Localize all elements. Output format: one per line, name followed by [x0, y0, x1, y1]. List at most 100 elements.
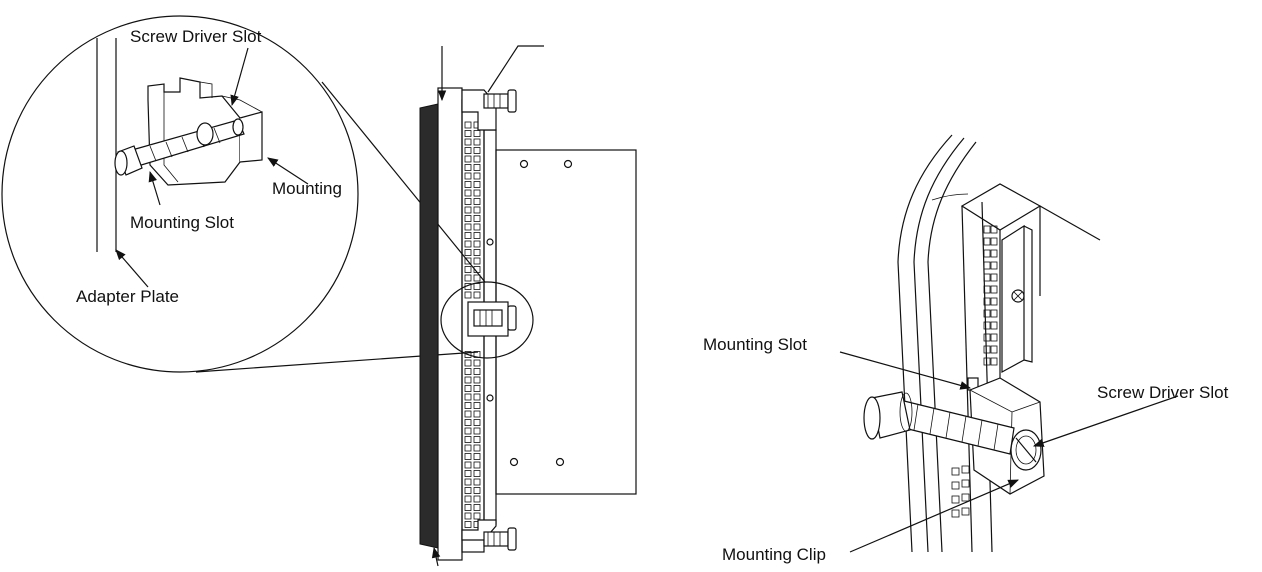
vent-square	[473, 419, 481, 426]
vent-square	[464, 402, 472, 409]
vent-square	[464, 164, 472, 171]
vent-square	[464, 181, 472, 188]
ventilation-grid	[464, 121, 481, 528]
vent-square	[990, 333, 998, 342]
label-mounting-slot-left: Mounting Slot	[130, 213, 234, 232]
rear-screw-dots	[486, 159, 573, 467]
vent-square	[464, 291, 472, 299]
vent-square	[464, 138, 472, 146]
vent-square	[990, 261, 998, 270]
vent-square	[990, 249, 998, 258]
vent-square	[464, 232, 472, 239]
vent-square	[464, 215, 472, 222]
vent-square	[473, 385, 481, 392]
leader-mounting-clip	[849, 479, 1019, 553]
vent-square	[473, 147, 481, 154]
vent-square	[473, 223, 481, 231]
vent-square	[983, 345, 991, 354]
terminal-rear-enclosure	[495, 149, 637, 495]
vent-square	[473, 495, 481, 503]
vent-square	[464, 147, 472, 154]
vent-square	[464, 206, 472, 214]
vent-square	[990, 357, 998, 366]
vent-square	[464, 240, 472, 248]
label-screw-driver-slot-right: Screw Driver Slot	[1097, 383, 1229, 402]
leader-screw-driver-slot-right	[1032, 395, 1179, 447]
middle-mounting-clip	[440, 281, 534, 359]
vent-square	[464, 359, 472, 367]
vent-square	[983, 297, 991, 306]
perspective-ventilation-grid	[983, 225, 998, 366]
vent-square	[473, 266, 481, 273]
vent-square	[990, 297, 998, 306]
vent-square	[473, 232, 481, 239]
vent-square	[473, 453, 481, 460]
vent-square	[473, 470, 481, 477]
vent-square	[464, 223, 472, 231]
vent-square	[473, 206, 481, 214]
screw-detail	[114, 118, 245, 176]
vent-square	[983, 261, 991, 270]
perspective-detail-view: Mounting Slot Screw Driver Slot Mounting…	[703, 134, 1229, 564]
vent-square	[473, 240, 481, 248]
vent-square	[464, 121, 472, 129]
vent-square	[473, 461, 481, 469]
vent-square	[464, 130, 472, 137]
vent-square	[983, 321, 991, 330]
vent-square	[990, 321, 998, 330]
lower-vent-squares	[951, 465, 970, 518]
vent-square	[464, 274, 472, 282]
vent-square	[473, 478, 481, 486]
vent-square	[464, 393, 472, 401]
vent-square	[990, 273, 998, 282]
vent-square	[473, 427, 481, 435]
vent-square	[464, 444, 472, 452]
front-bezel-gasket	[419, 103, 439, 549]
vent-square	[464, 470, 472, 477]
connector-screw-icon	[1011, 289, 1025, 303]
bottom-mounting-clip	[461, 519, 517, 551]
vent-square	[473, 138, 481, 146]
vent-square	[473, 172, 481, 180]
vent-square	[464, 461, 472, 469]
vent-square	[473, 359, 481, 367]
vent-square	[983, 237, 991, 246]
vent-square	[464, 368, 472, 375]
leader-mounting-left	[267, 157, 309, 185]
vent-square	[473, 164, 481, 171]
vent-square	[473, 189, 481, 197]
leader-screw-driver-slot-left	[230, 47, 249, 107]
vent-square	[990, 285, 998, 294]
vent-square	[983, 357, 991, 366]
vent-square	[473, 215, 481, 222]
vent-square	[464, 453, 472, 460]
vent-square	[473, 198, 481, 205]
vent-square	[983, 285, 991, 294]
vent-square	[983, 225, 991, 234]
label-mounting-clip: Mounting Clip	[722, 545, 826, 564]
vent-square	[464, 155, 472, 163]
magnifier-circle	[1, 15, 359, 373]
vent-square	[473, 512, 481, 520]
top-mounting-clip	[461, 89, 517, 131]
pointer-top-clip	[487, 45, 544, 93]
detail-callout-circle	[440, 281, 534, 359]
label-mounting-slot-right: Mounting Slot	[703, 335, 807, 354]
vent-square	[473, 274, 481, 282]
vent-square	[983, 249, 991, 258]
vent-square	[464, 521, 472, 528]
vent-square	[473, 257, 481, 265]
vent-square	[464, 427, 472, 435]
magnifier-tangent-line	[321, 81, 486, 283]
perspective-screw	[863, 391, 1015, 455]
vent-square	[473, 410, 481, 418]
vent-square	[473, 376, 481, 384]
vent-square	[464, 198, 472, 205]
vent-square	[464, 376, 472, 384]
vent-square	[464, 257, 472, 265]
vent-square	[464, 266, 472, 273]
vent-square	[473, 504, 481, 511]
vent-square	[464, 478, 472, 486]
vent-square	[473, 181, 481, 188]
